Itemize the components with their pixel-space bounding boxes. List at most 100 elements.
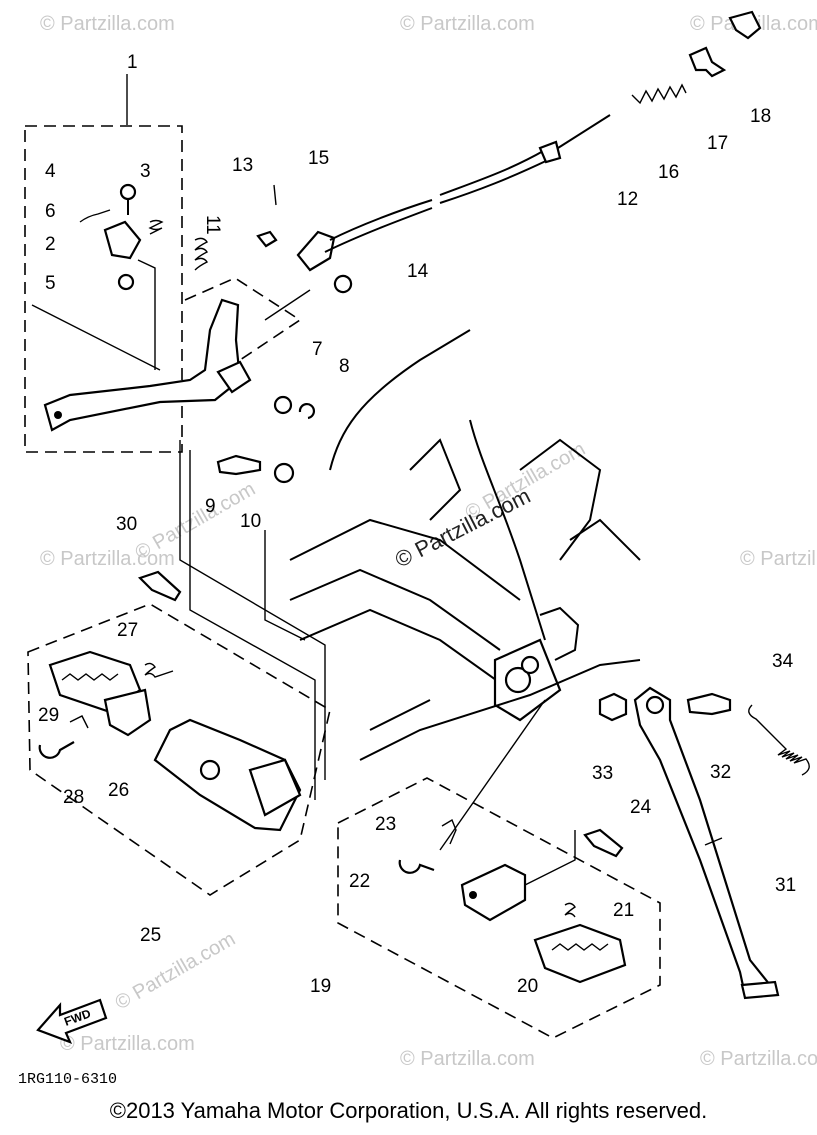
- pedal-hole: [54, 411, 62, 419]
- footrest-bracket: [103, 688, 152, 737]
- washer-14: [333, 274, 353, 294]
- frame-tube: [369, 699, 431, 731]
- cable-wire: [439, 159, 549, 204]
- sidestand-31: [633, 686, 772, 997]
- spring-34: [748, 704, 810, 776]
- callout-24: 24: [630, 797, 652, 818]
- frame-tube: [299, 608, 511, 691]
- copyright-notice: ©2013 Yamaha Motor Corporation, U.S.A. A…: [109, 1098, 708, 1123]
- callout-3: 3: [140, 161, 151, 182]
- mount-hole: [199, 759, 221, 781]
- bolt-13: [256, 230, 278, 248]
- assembly-boxes: [24, 125, 661, 1039]
- brake-pedal-arm: [43, 298, 242, 432]
- cotter-23: [441, 818, 457, 845]
- nut-33: [598, 692, 628, 722]
- callout-8: 8: [339, 356, 350, 377]
- callout-15: 15: [308, 148, 329, 169]
- leader-line: [179, 440, 326, 780]
- joint-18: [728, 10, 762, 40]
- bolt-head: [119, 183, 137, 201]
- callout-29: 29: [38, 705, 59, 726]
- callout-6: 6: [45, 201, 56, 222]
- callout-18: 18: [750, 106, 771, 127]
- cable-rod: [557, 114, 611, 149]
- frame-tube: [469, 419, 546, 641]
- callout-16: 16: [658, 162, 679, 183]
- sidestand: [598, 686, 810, 1000]
- callout-4: 4: [45, 161, 56, 182]
- watermark: © Partzilla.com: [400, 1048, 535, 1070]
- leader-line: [439, 699, 546, 851]
- guide-line: [137, 259, 156, 370]
- callouts: 1 2 3 4 5 6 7 8 9 10 11 12 13 14 15 16 1…: [38, 52, 796, 997]
- spring-11: [194, 237, 209, 271]
- callout-10: 10: [240, 511, 261, 532]
- cable-wire: [329, 199, 433, 241]
- frame-tube: [569, 518, 641, 561]
- callout-11: 11: [202, 215, 223, 235]
- watermark: © Partzilla.com: [112, 928, 240, 1014]
- frame-tube: [359, 659, 641, 761]
- callout-7: 7: [312, 339, 323, 360]
- fwd-arrow: FWD: [36, 998, 108, 1044]
- bracket-hole: [469, 891, 477, 899]
- callout-23: 23: [375, 814, 396, 835]
- assembly-box-brake-pedal: [184, 277, 302, 361]
- callout-32: 32: [710, 762, 731, 783]
- watermark: © Partzilla.com: [60, 1033, 195, 1055]
- callout-21: 21: [613, 900, 634, 921]
- frame-tube: [289, 518, 521, 601]
- frame-boss: [520, 655, 540, 675]
- pin-22: [398, 859, 435, 874]
- footrest-teeth: [61, 673, 119, 681]
- frame-tube: [289, 568, 501, 651]
- watermarks: © Partzilla.com © Partzilla.com © Partzi…: [40, 13, 817, 1070]
- callout-1: 1: [127, 52, 138, 73]
- cable-wire: [324, 207, 433, 253]
- footrest-teeth: [551, 943, 609, 951]
- callout-27: 27: [117, 620, 138, 641]
- bolt-30: [137, 570, 182, 602]
- leader-line: [264, 289, 311, 321]
- cotter-15: [273, 184, 277, 206]
- watermark: © Partzilla.com: [740, 548, 817, 570]
- callout-22: 22: [349, 871, 370, 892]
- leader-line: [524, 830, 576, 886]
- frame-boss: [504, 666, 532, 694]
- fwd-arrow-shape: [36, 998, 108, 1044]
- watermark: © Partzilla.com: [700, 1048, 817, 1070]
- assembly-box-19: [337, 777, 661, 1039]
- callout-30: 30: [116, 514, 137, 535]
- callout-25: 25: [140, 925, 161, 946]
- left-footrest-assembly: [38, 570, 302, 832]
- mount-plate: [248, 758, 302, 817]
- watermark-center: © Partzilla.com: [391, 483, 534, 573]
- callout-34: 34: [772, 651, 794, 672]
- right-footrest-assembly: [398, 818, 627, 984]
- pedal-boss: [216, 360, 252, 394]
- footrest-20: [533, 923, 627, 984]
- washer-7: [273, 395, 293, 415]
- callout-20: 20: [517, 976, 538, 997]
- assembly-box-1: [24, 125, 183, 453]
- watermark: © Partzilla.com: [40, 548, 175, 570]
- pin-28: [38, 741, 75, 759]
- brake-cable: [256, 10, 762, 294]
- callout-28: 28: [63, 787, 84, 808]
- spring-16: [631, 83, 687, 105]
- callout-17: 17: [707, 133, 728, 154]
- clip-8: [298, 403, 315, 420]
- bolt-24: [583, 828, 624, 858]
- callout-12: 12: [617, 189, 638, 210]
- leader-line: [189, 450, 316, 800]
- leader-line: [264, 530, 306, 641]
- frame: [179, 289, 641, 886]
- cable-wire: [439, 149, 546, 196]
- spring: [148, 219, 164, 235]
- footrest-bracket-right: [460, 863, 527, 922]
- callout-9: 9: [205, 496, 216, 517]
- callout-26: 26: [108, 780, 129, 801]
- callout-33: 33: [592, 763, 613, 784]
- diagram-code: 1RG110-6310: [18, 1071, 117, 1088]
